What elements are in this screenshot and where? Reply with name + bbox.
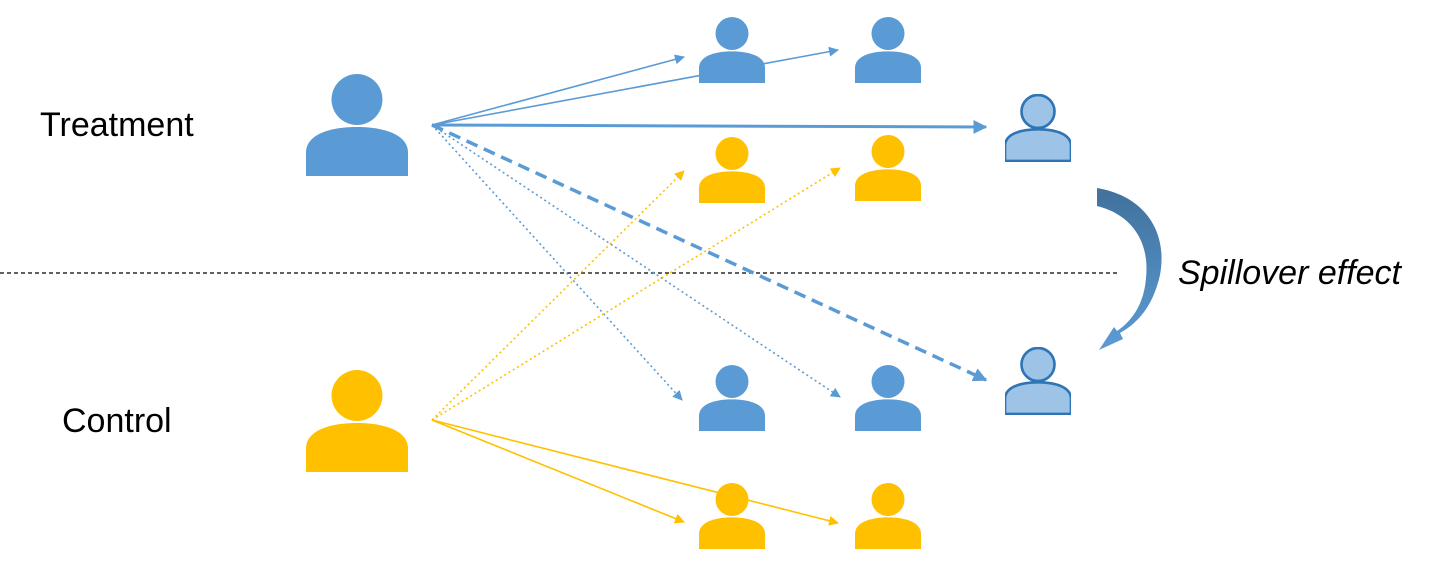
control-source-person-icon — [306, 370, 408, 472]
arrow-treatment-to-spill-top — [431, 119, 988, 134]
people — [306, 17, 1071, 549]
arrow-control-to-t-yellow2 — [431, 167, 841, 421]
control-blue-person-icon-1 — [699, 365, 765, 431]
arrow-treatment-to-c-blue1 — [431, 124, 683, 401]
arrow-treatment-to-c-blue2 — [431, 124, 841, 398]
arrow-control-to-t-yellow1 — [431, 170, 685, 421]
control-yellow-person-icon-2 — [855, 483, 921, 549]
spillover-bottom-person-icon — [1005, 347, 1071, 415]
treatment-arrows — [431, 46, 988, 401]
arrow-control-to-c2 — [431, 419, 839, 526]
treated-blue-person-icon-1 — [699, 17, 765, 83]
control-arrows — [431, 167, 841, 526]
control-yellow-person-icon-1 — [699, 483, 765, 549]
treatment-source-person-icon — [306, 74, 408, 176]
spillover-effect-label: Spillover effect — [1178, 254, 1401, 292]
arrow-treatment-to-spill-bottom — [431, 123, 988, 382]
control-blue-person-icon-2 — [855, 365, 921, 431]
treated-yellow-person-icon-1 — [699, 137, 765, 203]
treatment-label: Treatment — [40, 106, 194, 144]
arrow-treatment-to-t2 — [431, 46, 839, 126]
arrow-treatment-to-t1 — [431, 54, 685, 126]
arrow-control-to-c1 — [431, 419, 685, 524]
spillover-top-person-icon — [1005, 94, 1071, 162]
treated-blue-person-icon-2 — [855, 17, 921, 83]
spillover-arrow-body — [1097, 188, 1162, 350]
treated-yellow-person-icon-2 — [855, 135, 921, 201]
control-label: Control — [62, 402, 172, 440]
spillover-curved-arrow — [1097, 188, 1162, 350]
